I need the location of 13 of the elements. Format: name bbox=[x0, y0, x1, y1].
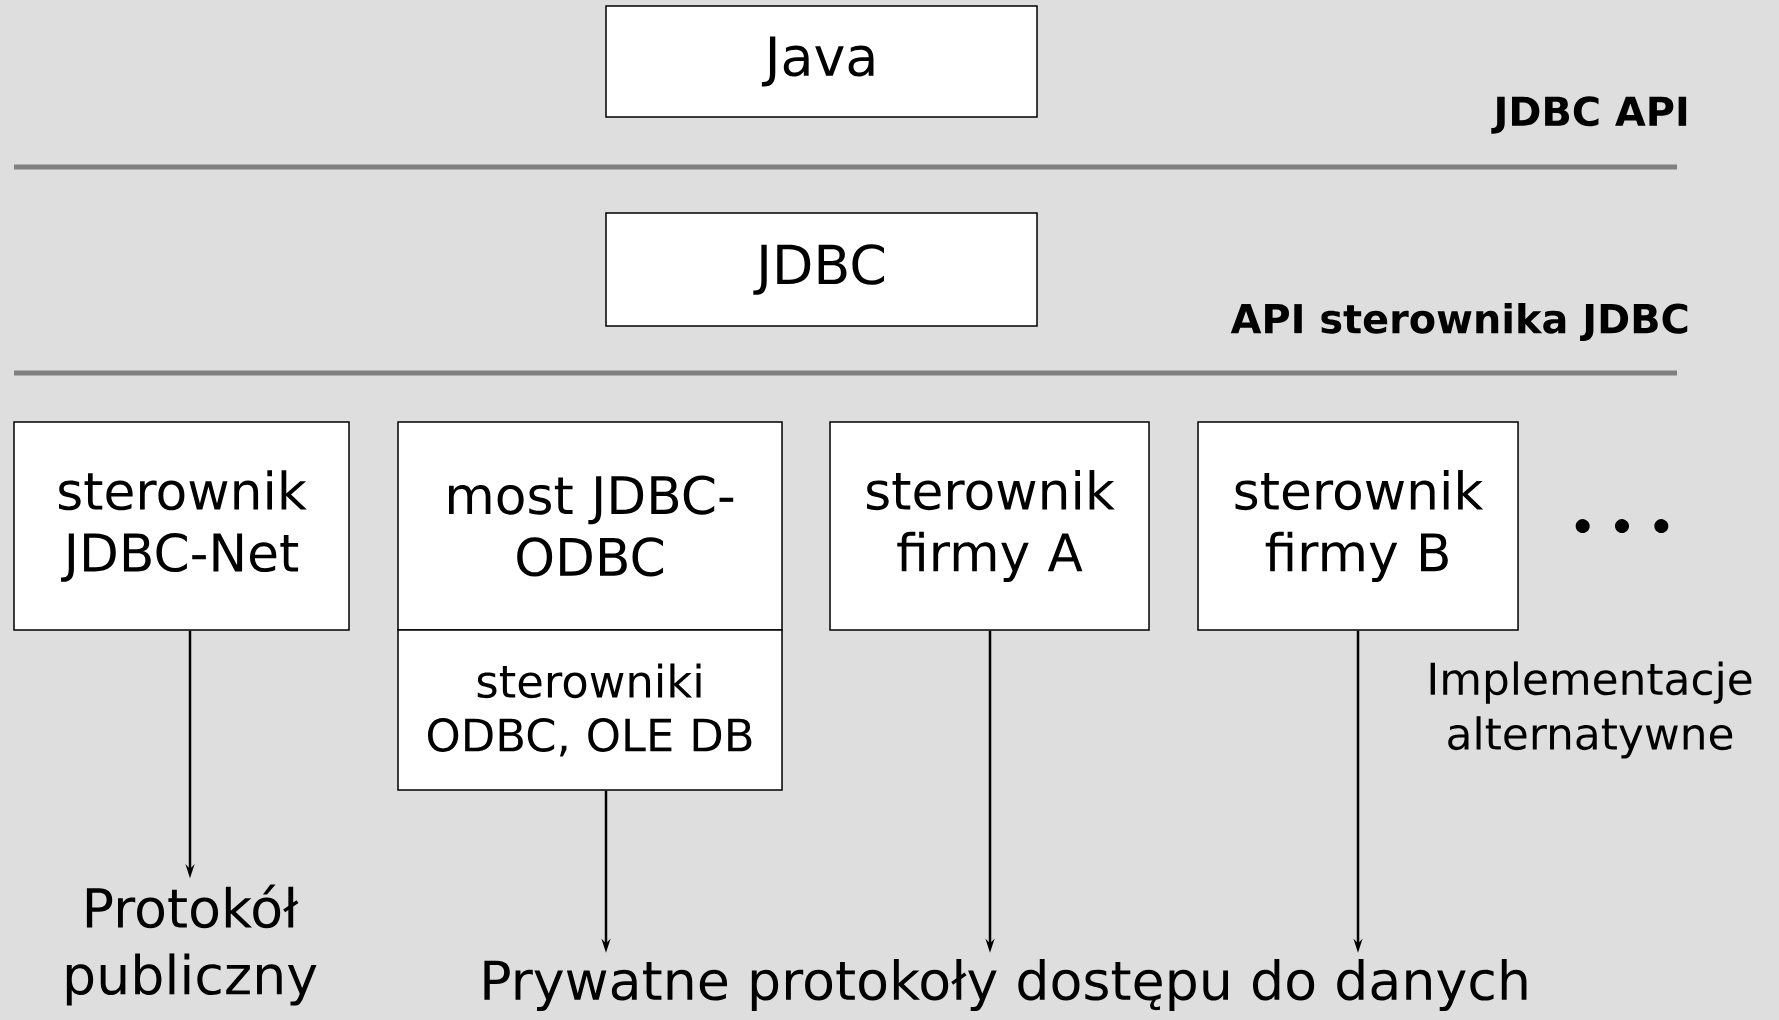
process-box: most JDBC-ODBC bbox=[397, 421, 783, 631]
protocol-label: Protokół publiczny bbox=[66, 884, 317, 1006]
band-label: API sterownika JDBC bbox=[1230, 302, 1688, 342]
ellipsis-dots: • • • bbox=[1575, 519, 1669, 534]
side-note: Implementacje alternatywne bbox=[1430, 661, 1752, 759]
process-box: sterownik JDBC-Net bbox=[13, 421, 350, 631]
band-label: JDBC API bbox=[1491, 96, 1687, 134]
process-box: sterownik firmy B bbox=[1197, 421, 1519, 631]
protocol-label: Prywatne protokoły dostępu do danych bbox=[484, 959, 1527, 1012]
process-box: sterownik firmy A bbox=[829, 421, 1150, 631]
process-box: sterowniki ODBC, OLE DB bbox=[397, 629, 783, 791]
process-box: Java bbox=[605, 5, 1038, 118]
process-box: JDBC bbox=[605, 212, 1038, 327]
